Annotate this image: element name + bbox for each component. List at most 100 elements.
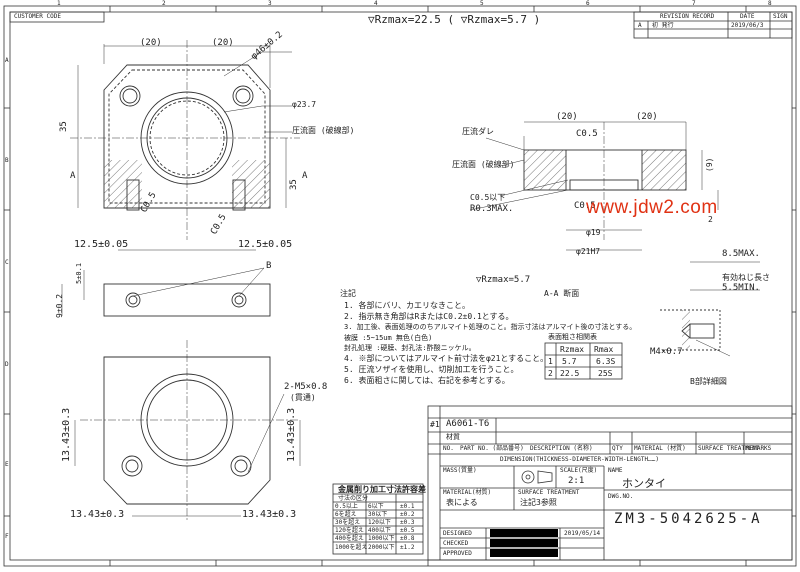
tol-r1-a: 0.5以上: [335, 503, 358, 510]
scale-label: SCALE(尺度): [560, 467, 598, 474]
dim-h35b: 35: [289, 179, 299, 190]
detail-eff-len: 有効ねじ長さ: [722, 273, 770, 282]
dim-width-right: 12.5±0.05: [238, 239, 293, 250]
tol-r1-b: 6以下: [368, 503, 384, 510]
no-label: NO.: [443, 445, 454, 452]
material-row-no: #1: [430, 420, 440, 429]
designed-date: 2019/05/14: [564, 530, 601, 537]
dim-width-left: 12.5±0.05: [74, 239, 129, 250]
section-title: A-A 断面: [544, 289, 580, 298]
revision-row-text: 初 発行: [652, 22, 674, 29]
tol-r5-b: 1000以下: [368, 535, 395, 542]
surface2-value: 注記3参照: [520, 498, 557, 507]
dim-bottom-w2: 13.43±0.3: [242, 509, 297, 520]
note-3b: 封孔処理 :硬膜、封孔法:酢酸ニッケル。: [344, 344, 476, 352]
dim-top-right: (20): [212, 38, 234, 48]
dim-h9: 9±0.2: [55, 293, 64, 318]
grid-col-3: 3: [268, 0, 272, 7]
dim-bottom-w1: 13.43±0.3: [70, 509, 125, 520]
tolerance-header: 寸法の区分: [338, 495, 369, 502]
material-value: A6061-T6: [446, 419, 490, 429]
roughness-row1-rmax: 6.3S: [596, 357, 616, 366]
press-face-label: 圧流面 (破線部): [292, 126, 355, 135]
tap-note: (貫通): [290, 393, 316, 402]
approved-label: APPROVED: [443, 550, 472, 557]
note-1: 1. 各部にバリ、カエリなきこと。: [344, 301, 470, 310]
section-c05max: C0.5以下: [470, 193, 506, 202]
section-r03: R0.3MAX.: [470, 204, 514, 214]
section-mark-a2: A: [302, 171, 308, 181]
dim-bottom-h2: 13.43±0.3: [286, 407, 297, 462]
detail-title: B部詳細図: [690, 377, 727, 386]
material-label: MATERIAL (材質): [634, 445, 686, 452]
revision-title: REVISION RECORD: [660, 13, 715, 20]
note-5: 5. 圧流ソザイを使用し、切削加工を行うこと。: [344, 365, 519, 374]
revision-sign-label: SIGN: [773, 13, 788, 20]
note-2: 2. 指示無き角部はRまたはC0.2±0.1とする。: [344, 312, 514, 321]
dim-h35: 35: [59, 121, 69, 132]
note-4: 4. ※部についてはアルマイト前寸法をφ21とすること。: [344, 354, 549, 363]
dim-top-left: (20): [140, 38, 162, 48]
material2-label: MATERIAL(材質): [443, 489, 492, 496]
customer-code-label: CUSTOMER CODE: [14, 13, 61, 20]
grid-col-8: 8: [768, 0, 772, 7]
section-roughness: ▽Rzmax=5.7: [476, 275, 531, 285]
grid-col-7: 7: [692, 0, 696, 7]
roughness-header-rmax: Rmax: [594, 345, 614, 354]
grid-row-b: B: [5, 157, 9, 164]
tol-r6-c: ±1.2: [400, 544, 415, 551]
dim-dia23: φ23.7: [292, 100, 317, 109]
revision-row-mark: A: [638, 22, 642, 29]
tol-r4-c: ±0.5: [400, 527, 415, 534]
grid-row-d: D: [5, 361, 9, 368]
tolerance-title: 金属削り加工寸法許容差: [338, 485, 426, 494]
dimension-line: DIMENSION(THICKNESS-DIAMETER-WIDTH-LENGT…: [500, 456, 659, 463]
tap-label: 2-M5×0.8: [284, 382, 328, 392]
section-dia19: φ19: [586, 228, 601, 237]
redacted-designer: [490, 529, 558, 537]
dim-h5: 5±0.1: [75, 262, 83, 284]
qty-label: QTY: [612, 445, 623, 452]
tol-r2-a: 6を超え: [335, 511, 357, 518]
roughness-note: ▽Rzmax=22.5 ( ▽Rzmax=5.7 ): [368, 13, 541, 26]
note-3a: 被膜 :5~15um 無色(白色): [344, 334, 433, 342]
revision-row-date: 2019/06/3: [731, 22, 764, 29]
dim-bottom-h1: 13.43±0.3: [61, 407, 72, 462]
grid-col-1: 1: [57, 0, 61, 7]
section-dim-20a: (20): [556, 112, 578, 122]
section-dia21: φ21H7: [576, 247, 601, 256]
tol-r5-c: ±0.8: [400, 535, 415, 542]
material-sub: 材質: [446, 433, 460, 441]
redacted-approver: [490, 549, 558, 557]
section-dim9: (9): [705, 157, 714, 172]
designed-label: DESIGNED: [443, 530, 472, 537]
roughness-row2-rz: 22.5: [560, 369, 580, 378]
tol-r1-c: ±0.1: [400, 503, 415, 510]
tol-r4-b: 400以下: [368, 527, 391, 534]
tol-r5-a: 400を超え: [335, 535, 364, 542]
desc-label: DESCRIPTION (名称): [530, 445, 593, 452]
notes-title: 注記: [340, 289, 356, 298]
section-mark-a: A: [70, 171, 76, 181]
roughness-row1-rz: 5.7: [562, 357, 577, 366]
checked-label: CHECKED: [443, 540, 469, 547]
roughness-table-title: 表面粗さ相関表: [548, 333, 597, 341]
grid-col-2: 2: [162, 0, 166, 7]
revision-date-label: DATE: [740, 13, 755, 20]
detail-max85: 8.5MAX.: [722, 249, 760, 259]
grid-col-4: 4: [374, 0, 378, 7]
tol-r3-b: 120以下: [368, 519, 391, 526]
surface-label: SURFACE TREATMENT: [698, 445, 760, 452]
tol-r4-a: 120を超え: [335, 527, 364, 534]
roughness-row1-no: 1: [548, 357, 553, 366]
dwg-label: DWG.NO.: [608, 493, 634, 500]
detail-min55: 5.5MIN.: [722, 283, 760, 293]
section-dim-20b: (20): [636, 112, 658, 122]
roughness-row2-no: 2: [548, 369, 553, 378]
tol-r6-a: 1000を超え: [335, 544, 368, 551]
remarks-label: REMARKS: [746, 445, 772, 452]
grid-row-e: E: [5, 461, 9, 468]
mass-label: MASS(質量): [443, 467, 477, 474]
grid-row-c: C: [5, 259, 9, 266]
